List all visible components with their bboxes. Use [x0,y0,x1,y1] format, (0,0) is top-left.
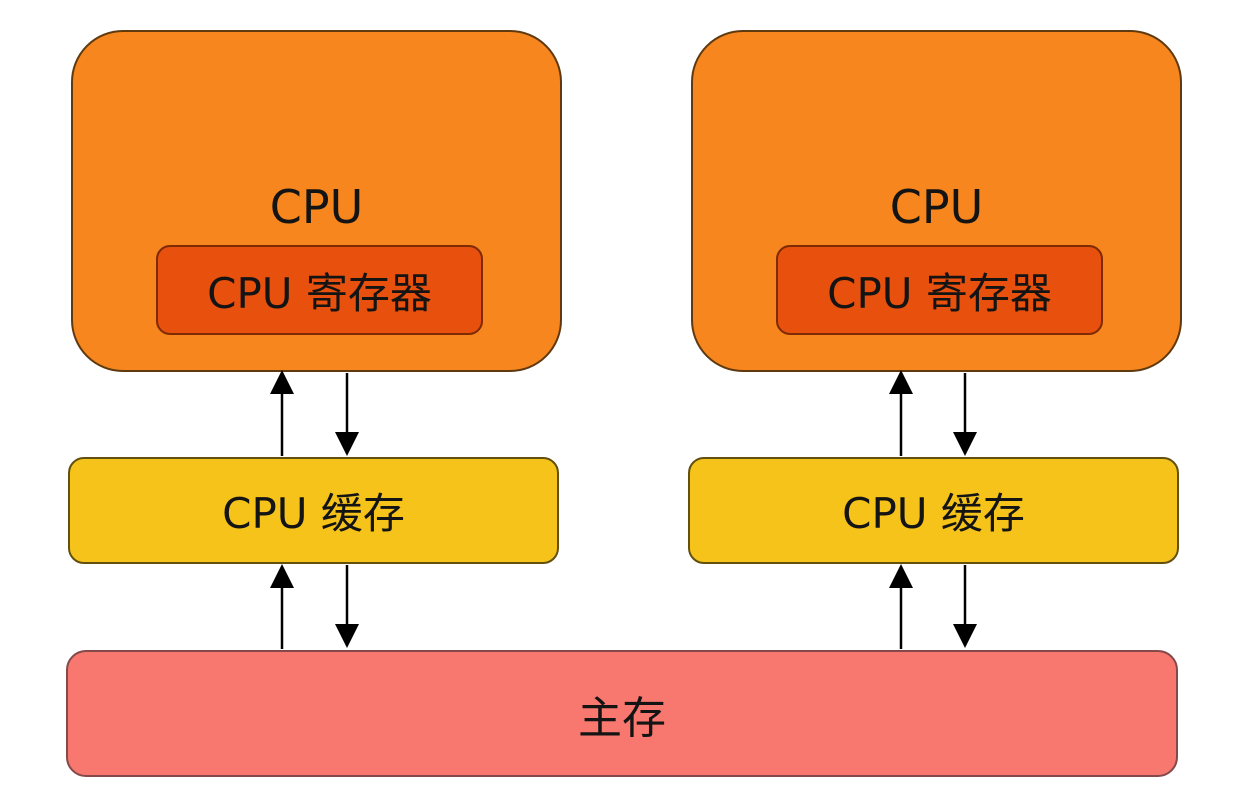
cpu-left-label: CPU [269,180,364,234]
cpu-register-left-box: CPU 寄存器 [156,245,483,335]
cpu-right-box: CPU CPU 寄存器 [691,30,1182,372]
arrow-up-cache-right-to-cpu-right [889,370,913,456]
main-memory-box: 主存 [66,650,1178,777]
arrow-down-cache-right-to-memory [953,565,977,648]
cpu-left-box: CPU CPU 寄存器 [71,30,562,372]
cpu-right-label: CPU [889,180,984,234]
main-memory-label: 主存 [578,692,666,744]
cpu-cache-right-box: CPU 缓存 [688,457,1179,564]
arrow-up-cache-left-to-cpu-left [270,370,294,456]
arrow-down-cpu-left-to-cache-left [335,373,359,456]
arrow-down-cpu-right-to-cache-right [953,373,977,456]
arrow-down-cache-left-to-memory [335,565,359,648]
cpu-cache-right-label: CPU 缓存 [842,489,1025,538]
cpu-register-right-box: CPU 寄存器 [776,245,1103,335]
arrow-up-memory-to-cache-left [270,564,294,649]
cpu-cache-left-box: CPU 缓存 [68,457,559,564]
cpu-register-right-label: CPU 寄存器 [827,268,1052,318]
cpu-cache-left-label: CPU 缓存 [222,489,405,538]
arrow-up-memory-to-cache-right [889,564,913,649]
cpu-register-left-label: CPU 寄存器 [207,268,432,318]
